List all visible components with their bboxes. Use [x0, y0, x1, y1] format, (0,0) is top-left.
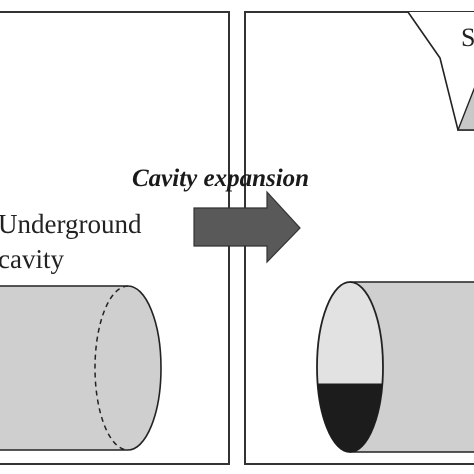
left-panel: Underground cavity	[0, 11, 230, 465]
transition-arrow	[193, 190, 301, 264]
ground-surface-slope	[408, 12, 474, 130]
left-cavity-dashed-end	[94, 285, 129, 451]
underground-label: Underground	[0, 209, 142, 239]
collapse-debris	[317, 383, 383, 453]
cavity-expansion-label: Cavity expansion	[132, 165, 309, 192]
transition-arrow-group: Cavity expansion	[132, 165, 309, 264]
left-cavity-body	[0, 285, 162, 451]
right-cavity-body	[350, 282, 474, 452]
corner-label: S	[461, 23, 474, 52]
cavity-label: cavity	[0, 244, 64, 274]
subsidence-wedge	[456, 87, 474, 131]
